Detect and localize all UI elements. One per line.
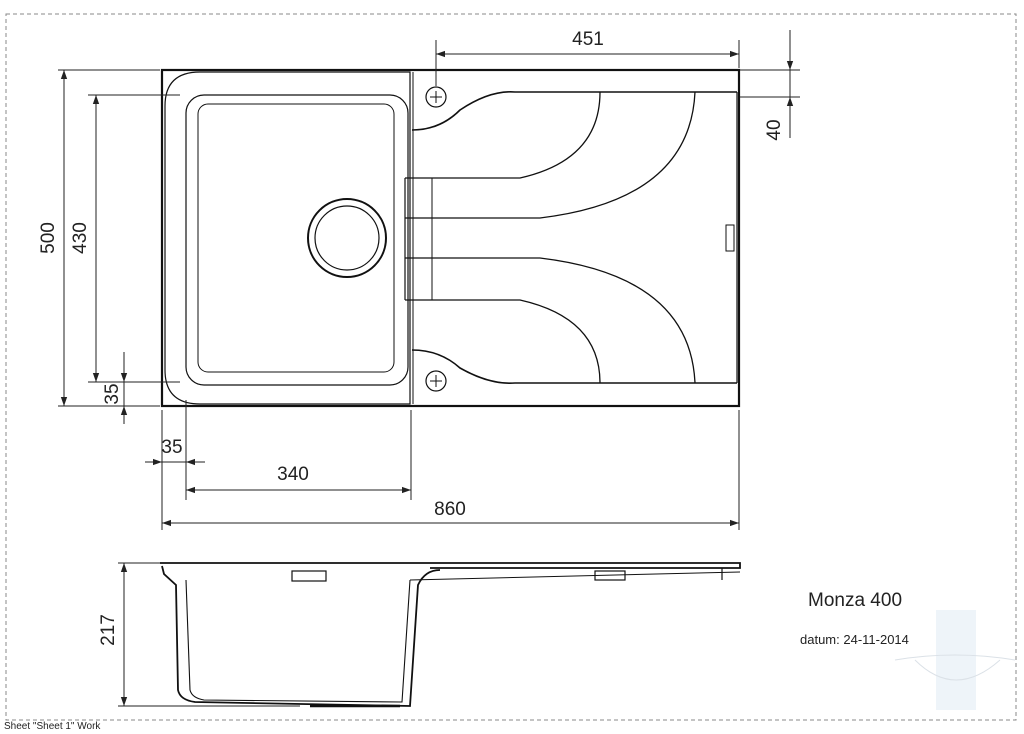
bowl-floor — [197, 103, 395, 373]
side-bowl-outline — [161, 565, 441, 707]
tap-hole-top-icon — [425, 86, 447, 108]
side-strainer — [291, 570, 327, 582]
dim-height-total: 500 — [38, 222, 59, 254]
drainer-rib-1 — [405, 91, 601, 179]
sink-outline — [160, 68, 741, 408]
dimension-lines — [58, 30, 800, 707]
watermark-logo — [894, 610, 1016, 710]
side-top-edge — [160, 562, 741, 569]
dim-bottom-margin: 35 — [102, 383, 123, 404]
drawing-date: datum: 24-11-2014 — [800, 632, 909, 647]
dim-drainer-width: 451 — [572, 29, 604, 50]
drainer-rib-2 — [405, 299, 601, 384]
sheet-label: Sheet "Sheet 1" Work — [4, 721, 101, 732]
bowl-inner — [185, 94, 409, 386]
side-bowl-inner — [185, 579, 411, 703]
dim-bowl-height: 430 — [70, 222, 91, 254]
dim-width-total: 860 — [434, 499, 466, 520]
sink-top-view — [160, 68, 741, 408]
dim-bowl-width: 340 — [277, 464, 309, 485]
drainer-upper-curve — [411, 91, 737, 131]
bowl-rim — [164, 71, 411, 405]
dim-top-margin: 40 — [764, 119, 785, 140]
side-overflow — [594, 570, 626, 581]
dim-left-margin: 35 — [161, 437, 182, 458]
sink-side-view — [160, 562, 741, 708]
dim-depth: 217 — [98, 614, 119, 646]
sheet-frame — [5, 13, 1017, 721]
model-name: Monza 400 — [808, 590, 902, 611]
tap-hole-bottom-icon — [425, 370, 447, 392]
overflow-slot — [725, 224, 735, 252]
waste-outlet-inner — [314, 205, 380, 271]
waste-outlet-outer — [307, 198, 387, 278]
